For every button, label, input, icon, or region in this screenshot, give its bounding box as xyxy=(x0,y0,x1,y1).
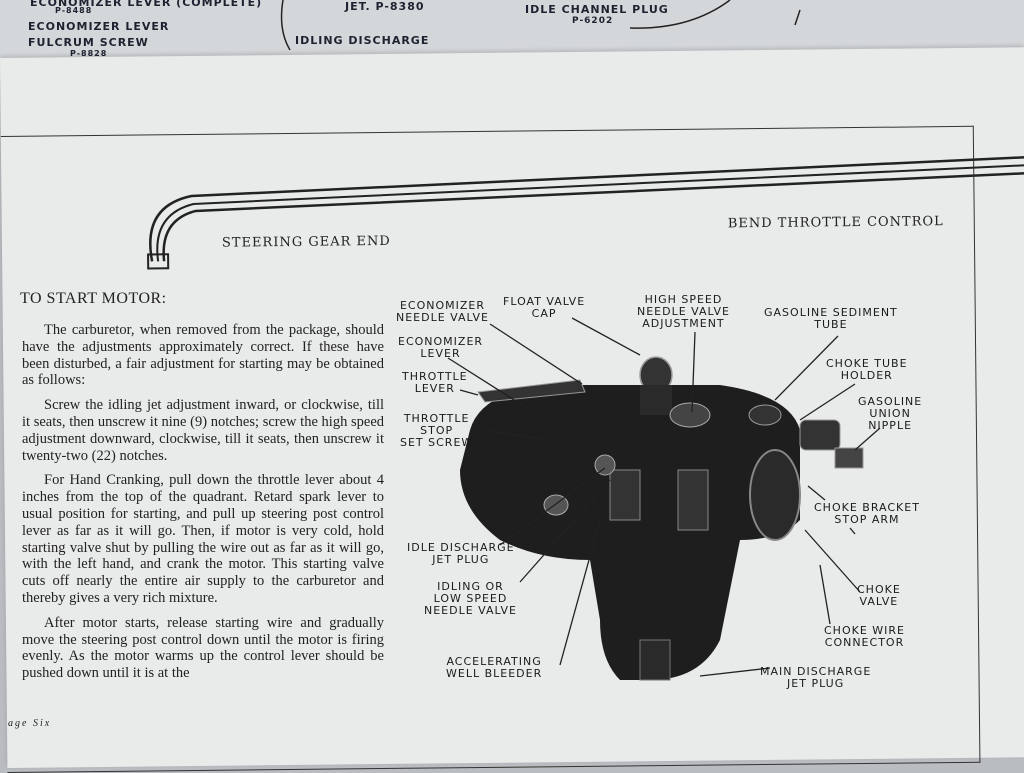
label-idling-low-speed-needle-valve: IDLING OR LOW SPEED NEEDLE VALVE xyxy=(424,580,517,617)
paragraph: For Hand Cranking, pull down the throttl… xyxy=(22,472,384,606)
label-throttle-stop-set-screw: THROTTLE STOP SET SCREW xyxy=(400,412,474,449)
paragraph: After motor starts, release starting wir… xyxy=(22,614,384,682)
leader-lines xyxy=(447,317,881,677)
label-main-discharge-jet-plug: MAIN DISCHARGE JET PLUG xyxy=(760,665,872,690)
underlying-label: JET. P-8380 xyxy=(345,0,425,13)
paragraph: Screw the idling jet adjustment inward, … xyxy=(22,397,384,464)
throttle-control-rod-drawing xyxy=(147,156,1024,270)
underlying-label: ECONOMIZER LEVER xyxy=(28,20,170,33)
label-gasoline-sediment-tube: GASOLINE SEDIMENT TUBE xyxy=(764,306,898,331)
label-accelerating-well-bleeder: ACCELERATING WELL BLEEDER xyxy=(446,655,543,680)
manual-page: STEERING GEAR END BEND THROTTLE CONTROL xyxy=(0,47,1024,773)
underlying-label: P-8828 xyxy=(70,49,108,58)
paragraph: The carburetor, when removed from the pa… xyxy=(22,322,384,389)
underlying-label: FULCRUM SCREW xyxy=(28,36,149,49)
carburetor-body xyxy=(460,356,864,681)
label-throttle-lever: THROTTLE LEVER xyxy=(402,370,468,395)
label-economizer-lever: ECONOMIZER LEVER xyxy=(398,335,484,360)
underlying-label: ECONOMIZER LEVER (COMPLETE) xyxy=(30,0,263,9)
underlying-label: P-8488 xyxy=(55,6,93,15)
label-choke-valve: CHOKE VALVE xyxy=(857,583,901,608)
label-choke-bracket-stop-arm: CHOKE BRACKET STOP ARM xyxy=(814,501,920,526)
label-float-valve-cap: FLOAT VALVE CAP xyxy=(503,295,586,320)
underlying-label: IDLE CHANNEL PLUG xyxy=(525,3,669,16)
section-heading: TO START MOTOR: xyxy=(20,290,167,307)
article-body: The carburetor, when removed from the pa… xyxy=(22,322,384,690)
label-high-speed-needle-valve: HIGH SPEED NEEDLE VALVE ADJUSTMENT xyxy=(637,293,730,330)
label-idle-discharge-jet-plug: IDLE DISCHARGE JET PLUG xyxy=(407,541,515,566)
page-number: age Six xyxy=(8,718,52,729)
label-economizer-needle-valve: ECONOMIZER NEEDLE VALVE xyxy=(396,299,489,324)
label-gasoline-union-nipple: GASOLINE UNION NIPPLE xyxy=(858,395,923,432)
label-choke-wire-connector: CHOKE WIRE CONNECTOR xyxy=(824,624,905,649)
underlying-leader-lines xyxy=(280,0,801,51)
underlying-label: P-6202 xyxy=(572,16,614,26)
label-choke-tube-holder: CHOKE TUBE HOLDER xyxy=(826,357,908,382)
underlying-label: IDLING DISCHARGE xyxy=(295,34,430,47)
